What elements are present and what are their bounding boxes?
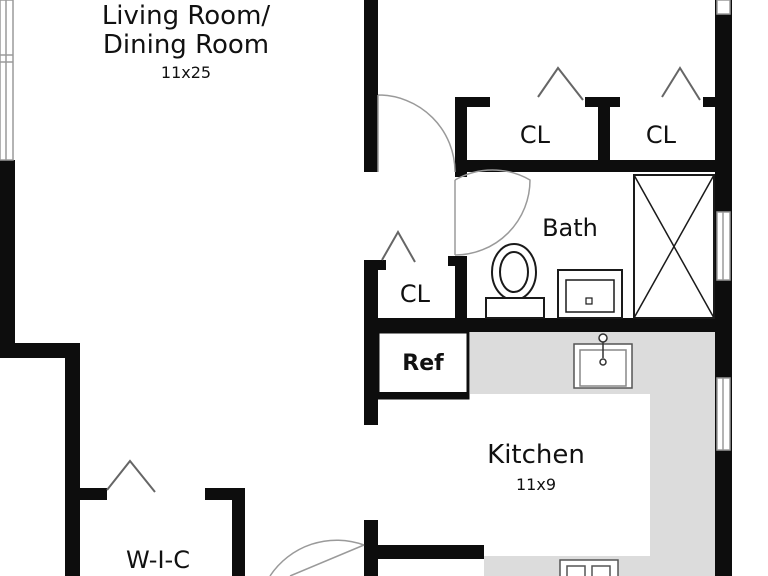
bifold-closet-1 bbox=[537, 66, 584, 101]
ref-label: Ref bbox=[402, 351, 444, 376]
shower-diag-2 bbox=[633, 174, 715, 319]
bath-sink-drain bbox=[585, 297, 593, 305]
wall-bath-stub bbox=[448, 256, 467, 266]
door-swing-icon bbox=[269, 94, 531, 576]
window-right-top bbox=[716, 0, 731, 15]
closet-label-1: CL bbox=[520, 121, 551, 149]
ref-bottom-line bbox=[378, 392, 468, 398]
wall-partition-upper bbox=[364, 0, 378, 172]
wall-closet-stub-1 bbox=[455, 97, 490, 107]
wall-closet-stub-2 bbox=[585, 97, 620, 107]
toilet-seat bbox=[499, 251, 529, 293]
door-swing-kitchen-arc bbox=[269, 539, 365, 576]
sink-icon bbox=[557, 269, 623, 319]
door-swing-bath-upper-arc bbox=[377, 94, 456, 173]
shower-box bbox=[633, 174, 715, 319]
bath-sink-inner bbox=[565, 279, 615, 313]
bifold-closet-2 bbox=[661, 66, 701, 101]
wall-right-exterior bbox=[715, 0, 732, 576]
stove-icon bbox=[559, 559, 619, 576]
kitchen-counter-shape bbox=[470, 332, 715, 576]
wall-closet-left bbox=[455, 97, 467, 177]
stove-burner-2 bbox=[591, 565, 611, 576]
bath-label: Bath bbox=[542, 214, 598, 242]
closet-label-3: CL bbox=[400, 280, 431, 308]
kitchen-name: Kitchen bbox=[487, 440, 585, 470]
refrigerator bbox=[376, 330, 470, 400]
wall-left-lower bbox=[65, 343, 80, 576]
wall-closet-mid bbox=[598, 97, 610, 162]
shower-icon bbox=[633, 174, 715, 319]
wall-left-exterior bbox=[0, 160, 15, 355]
door-swing-bath-lower-arc bbox=[454, 169, 531, 256]
toilet-tank bbox=[485, 297, 545, 319]
living-room-name-line1: Living Room/ bbox=[102, 1, 271, 31]
wic-label: W-I-C bbox=[126, 546, 190, 574]
wall-cl-stub bbox=[364, 260, 386, 270]
windows bbox=[0, 0, 731, 451]
bifold-closet-3 bbox=[381, 229, 416, 263]
wall-closet-bottom bbox=[455, 160, 720, 172]
kitchen-drain bbox=[599, 358, 607, 366]
wall-wic-top-left bbox=[65, 488, 107, 500]
wall-kitchen-lower-top bbox=[364, 545, 484, 559]
wall-closet-stub-3 bbox=[703, 97, 718, 107]
kitchen-sink-icon bbox=[573, 333, 633, 389]
wall-bath-bottom bbox=[364, 318, 732, 332]
kitchen-dims: 11x9 bbox=[516, 475, 556, 494]
toilet-icon bbox=[485, 243, 545, 319]
bifold-door-icon bbox=[106, 66, 701, 493]
wall-left-step bbox=[0, 343, 80, 358]
closet-label-2: CL bbox=[646, 121, 677, 149]
wall-bath-left bbox=[455, 256, 467, 336]
kitchen-faucet-head bbox=[598, 333, 608, 343]
wall-wic-right bbox=[232, 488, 245, 576]
bifold-wic bbox=[106, 459, 156, 493]
door-swing-kitchen bbox=[289, 544, 365, 576]
living-room-name-line2: Dining Room bbox=[103, 30, 269, 60]
stove-burner-1 bbox=[566, 565, 586, 576]
living-room-dims: 11x25 bbox=[161, 63, 211, 82]
wall-cl-left bbox=[364, 260, 378, 425]
